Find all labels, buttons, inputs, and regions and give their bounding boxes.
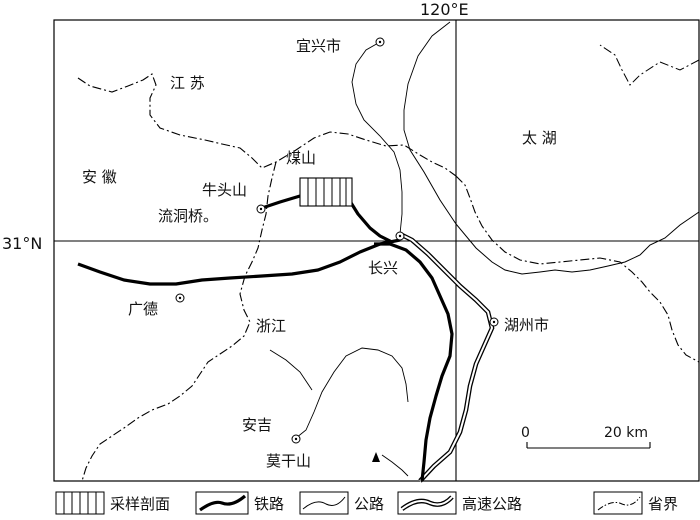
place-label-huzhou: 湖州市 — [504, 316, 549, 334]
place-label-yixing: 宜兴市 — [296, 37, 341, 55]
province-border-jiangsu-zhejiang — [455, 175, 700, 363]
region-label-jiangsu: 江 苏 — [170, 74, 205, 92]
region-label-zhejiang: 浙江 — [256, 317, 286, 335]
legend-label-border: 省界 — [648, 495, 678, 513]
road-changxing-anji — [295, 347, 409, 439]
map-frame — [53, 19, 700, 482]
sampling-section-meishan — [299, 177, 353, 207]
place-label-moganshan: 莫干山 — [266, 452, 311, 470]
legend-label-expressway: 高速公路 — [462, 495, 522, 513]
legend-label-railway: 铁路 — [254, 495, 284, 513]
legend-symbol-section — [55, 491, 105, 515]
road-north-east — [403, 21, 451, 151]
city-marker-yixing — [375, 37, 385, 47]
province-border-jiangsu-anhui — [77, 73, 457, 177]
railway-changxing-south — [374, 242, 454, 482]
legend-symbol-border — [597, 496, 641, 511]
city-marker-niutoushan — [256, 204, 266, 214]
place-label-niutoushan: 牛头山 — [202, 181, 247, 199]
place-label-liudongqiao: 流洞桥。 — [158, 207, 218, 225]
city-marker-changxing — [395, 231, 405, 241]
legend-label-section: 采样剖面 — [110, 495, 170, 513]
city-marker-guangde — [175, 293, 185, 303]
place-label-anji: 安吉 — [242, 416, 272, 434]
scale-label-distance: 20 km — [604, 425, 648, 441]
railway-guangde-changxing — [77, 238, 401, 286]
city-marker-moganshan — [291, 434, 301, 444]
legend-symbol-expressway-inner — [401, 496, 453, 510]
road-yixing-changxing — [351, 41, 403, 235]
place-label-changxing: 长兴 — [368, 259, 398, 277]
province-border-anhui-zhejiang — [81, 161, 277, 482]
lake-shore-east — [409, 149, 700, 275]
taihu-shoreline — [599, 44, 700, 86]
place-label-guangde: 广德 — [128, 300, 158, 318]
road-southwest — [269, 349, 313, 391]
scale-label-zero: 0 — [521, 425, 530, 441]
legend-label-road: 公路 — [354, 495, 384, 513]
legend: 采样剖面 铁路 公路 高速公路 省界 — [55, 491, 678, 515]
road-moganshan — [381, 454, 409, 477]
longitude-label: 120°E — [420, 0, 469, 19]
scale-bar — [526, 442, 651, 449]
city-marker-huzhou — [489, 317, 499, 327]
place-label-meishan: 煤山 — [286, 149, 316, 167]
legend-symbol-railway — [199, 494, 247, 512]
legend-box-border — [593, 491, 643, 515]
legend-symbol-road — [302, 496, 346, 510]
region-label-anhui: 安 徽 — [82, 168, 117, 186]
railway-meishan-branch — [346, 197, 393, 244]
peak-triangle-icon — [372, 452, 380, 462]
region-label-taihu: 太 湖 — [522, 129, 557, 147]
expressway-inner — [399, 233, 494, 482]
latitude-label: 31°N — [2, 234, 42, 253]
railway-niutoushan-branch — [261, 194, 301, 210]
